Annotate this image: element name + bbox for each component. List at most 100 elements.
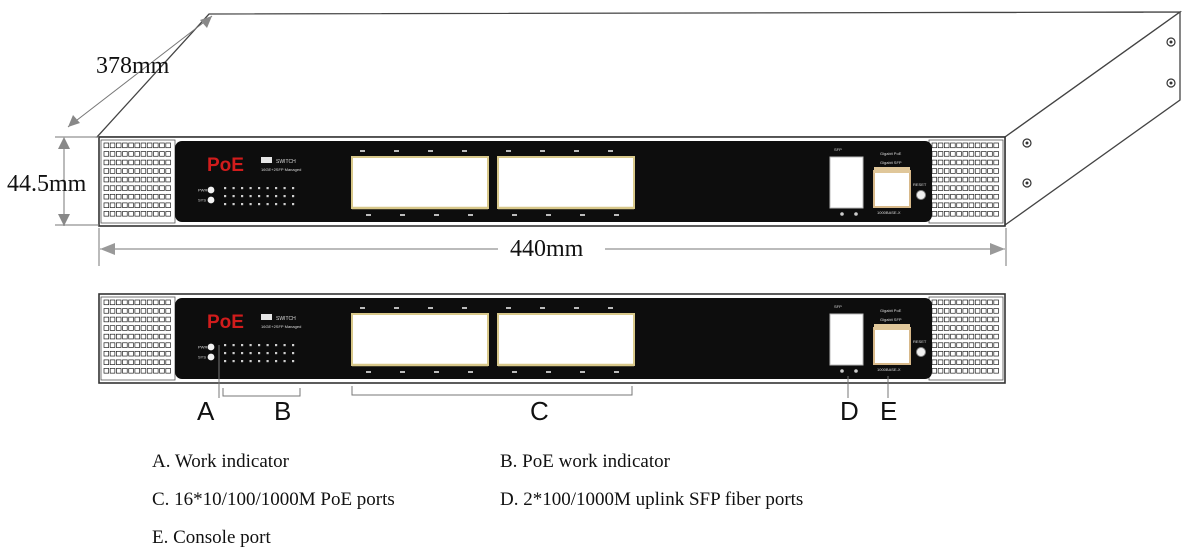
indicator-label: SYS <box>198 198 206 203</box>
vent-slot <box>987 316 993 323</box>
vent-slot <box>146 185 153 191</box>
vent-slot <box>109 359 116 365</box>
uplink-label-2: Gigabit SFP <box>880 317 902 322</box>
sfp-label: SFP <box>834 304 842 309</box>
port-number-mark <box>574 150 579 152</box>
poe-indicator-led <box>275 360 278 363</box>
model-line1: SWITCH <box>276 159 296 165</box>
vent-slot <box>122 211 128 217</box>
vent-slot <box>993 193 999 200</box>
reset-label: RESET <box>913 339 927 344</box>
vent-slot <box>944 185 950 191</box>
vent-slot <box>128 299 134 306</box>
uplink-label-2: Gigabit SFP <box>880 160 902 165</box>
legend-c: C. 16*10/100/1000M PoE ports <box>152 489 395 510</box>
arrow-head <box>990 243 1005 255</box>
vent-slot <box>987 308 993 314</box>
vent-slot <box>950 193 956 200</box>
vent-slot <box>937 202 944 208</box>
vent-slot <box>159 159 165 166</box>
vent-slot <box>109 325 116 331</box>
callout-b: B <box>274 396 291 426</box>
vent-slot <box>165 202 171 208</box>
side-screw <box>1169 81 1173 85</box>
vent-slot <box>140 368 147 374</box>
poe-indicator-led <box>224 203 227 206</box>
poe-port-block <box>351 156 489 209</box>
vent-slot <box>944 316 950 323</box>
work-indicator-led <box>207 196 215 204</box>
side-screw <box>1025 141 1029 145</box>
vent-slot <box>128 185 134 191</box>
sfp-port <box>829 313 864 366</box>
vent-slot <box>146 142 153 149</box>
vent-slot <box>109 168 116 174</box>
vent-slot <box>962 193 968 200</box>
port-number-mark <box>428 307 433 309</box>
vent-slot <box>993 142 999 149</box>
vent-slot <box>944 308 950 314</box>
vent-slot <box>109 193 116 200</box>
vent-slot <box>968 185 975 191</box>
port-number-mark <box>366 371 371 373</box>
vent-slot <box>962 359 968 365</box>
vent-slot <box>981 359 987 365</box>
vent-slot <box>153 333 159 340</box>
vent-slot <box>968 308 975 314</box>
vent-slot <box>993 151 999 157</box>
vent-slot <box>165 325 171 331</box>
vent-slot <box>931 193 938 200</box>
vent-slot <box>128 176 134 183</box>
vent-slot <box>950 368 956 374</box>
vent-slot <box>937 359 944 365</box>
vent-slot <box>134 168 140 174</box>
vent-slot <box>128 193 134 200</box>
vent-slot <box>974 325 981 331</box>
vent-slot <box>140 193 147 200</box>
vent-slot <box>993 350 999 357</box>
reset-label: RESET <box>913 182 927 187</box>
vent-slot <box>962 350 968 357</box>
vent-slot <box>993 359 999 365</box>
vent-slot <box>937 159 944 166</box>
vent-slot <box>140 159 147 166</box>
legend-a: A. Work indicator <box>152 451 290 472</box>
vent-slot <box>103 159 110 166</box>
vent-slot <box>987 159 993 166</box>
port-number-mark <box>400 371 405 373</box>
vent-slot <box>159 308 165 314</box>
vent-slot <box>993 342 999 348</box>
sfp-label: SFP <box>834 147 842 152</box>
vent-slot <box>153 299 159 306</box>
vent-slot <box>987 185 993 191</box>
vent-slot <box>140 325 147 331</box>
vent-slot <box>993 308 999 314</box>
vent-slot <box>128 142 134 149</box>
vent-slot <box>116 176 122 183</box>
vent-slot <box>937 142 944 149</box>
vent-slot <box>950 333 956 340</box>
vent-slot <box>968 359 975 365</box>
vent-slot <box>931 308 938 314</box>
console-port <box>873 170 911 208</box>
vent-slot <box>962 202 968 208</box>
vent-slot <box>974 308 981 314</box>
vent-slot <box>937 333 944 340</box>
vent-slot <box>116 211 122 217</box>
vent-slot <box>165 142 171 149</box>
vent-slot <box>146 316 153 323</box>
poe-indicator-led <box>232 187 235 190</box>
vent-slot <box>981 350 987 357</box>
poe-indicator-led <box>283 352 286 355</box>
vent-slot <box>968 159 975 166</box>
vent-slot <box>165 159 171 166</box>
vent-slot <box>981 151 987 157</box>
port-number-mark <box>506 307 511 309</box>
vent-slot <box>153 176 159 183</box>
vent-slot <box>974 350 981 357</box>
port-number-mark <box>580 214 585 216</box>
port-number-mark <box>434 371 439 373</box>
poe-indicator-led <box>249 195 252 198</box>
poe-indicator-led <box>275 187 278 190</box>
vent-slot <box>968 350 975 357</box>
